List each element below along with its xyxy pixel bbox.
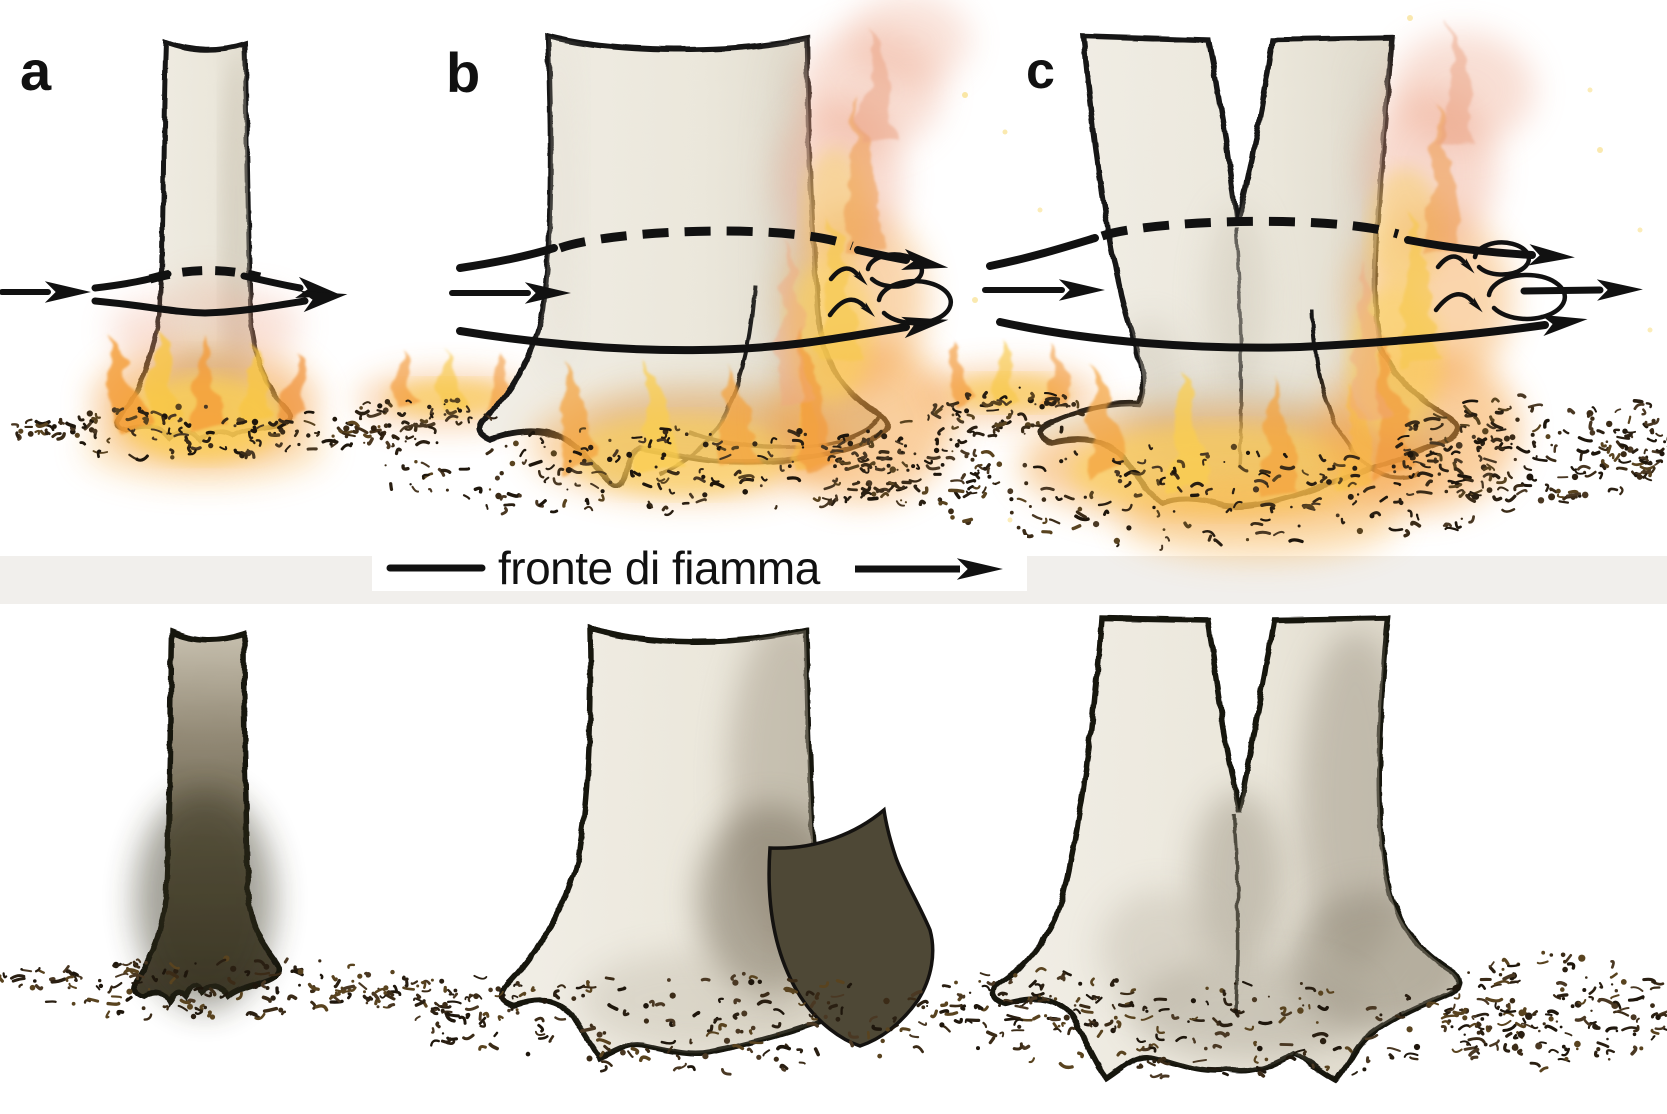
eddy-b-lower-curl bbox=[827, 297, 876, 318]
litter-c-bottom-right bbox=[1441, 950, 1667, 1073]
aftermath-c bbox=[916, 618, 1667, 1080]
aftermath-a bbox=[0, 632, 458, 1021]
streamline-a-upper-right bbox=[240, 272, 343, 299]
caption-text: fronte di fiamma bbox=[498, 542, 821, 594]
streamline-c-upper-left bbox=[986, 234, 1099, 270]
eddy-c-lower-curl bbox=[1433, 292, 1483, 313]
caption: fronte di fiamma bbox=[372, 535, 1027, 594]
airflow-c bbox=[982, 216, 1643, 352]
eddy-c-upper bbox=[1472, 240, 1532, 277]
char-buttress-b bbox=[767, 806, 935, 1048]
panel-a: a bbox=[0, 39, 417, 482]
litter-b-bottom bbox=[414, 971, 963, 1076]
litter-b-top-right bbox=[827, 419, 995, 507]
char-smudge-a bbox=[135, 790, 275, 1010]
streamline-c-lower bbox=[996, 314, 1588, 352]
litter-c-bottom-left bbox=[916, 967, 1136, 1036]
lee-eddies-c bbox=[1433, 240, 1568, 322]
flames-c-left-strip bbox=[922, 341, 1098, 421]
streamline-b-lower bbox=[456, 316, 949, 355]
streamline-a-upper-left bbox=[91, 270, 172, 292]
airflow-a bbox=[0, 265, 348, 317]
eddy-c-lower bbox=[1486, 272, 1568, 322]
litter-a-top-right bbox=[306, 425, 417, 451]
streamline-c-upper-right bbox=[1404, 236, 1575, 266]
litter-a-bottom-left bbox=[0, 967, 79, 991]
litter-c-top-left bbox=[927, 386, 1085, 438]
litter-c-top bbox=[937, 443, 1533, 551]
aftermath-b bbox=[414, 615, 963, 1076]
litter-a-bottom-right bbox=[329, 975, 458, 1009]
litter-c-top-right bbox=[1395, 393, 1665, 504]
eddy-c-upper-curl bbox=[1435, 254, 1475, 274]
litter-b-top-left bbox=[354, 397, 498, 435]
eddy-b-lower bbox=[876, 278, 954, 326]
caption-backdrop bbox=[372, 535, 1027, 591]
flow-behind-dashed-c bbox=[1100, 216, 1400, 241]
lee-eddies-b bbox=[827, 252, 954, 326]
panel-a-label: a bbox=[20, 39, 52, 102]
litter-a-bottom bbox=[44, 955, 415, 1021]
litter-b-bottom-left bbox=[414, 974, 536, 1020]
streamline-b-upper-left bbox=[456, 244, 558, 272]
flow-behind-dashed-b bbox=[558, 226, 854, 253]
litter-a-top bbox=[39, 403, 386, 462]
panel-b-label: b bbox=[446, 41, 480, 104]
airflow-b bbox=[449, 226, 954, 355]
panel-c: c bbox=[922, 15, 1667, 560]
panel-c-label: c bbox=[1026, 42, 1055, 100]
litter-a-top-left bbox=[11, 418, 98, 441]
streamline-a-lower bbox=[91, 290, 348, 317]
panel-b: b bbox=[354, 0, 995, 517]
litter-b-top bbox=[384, 425, 941, 517]
litter-c-top-far-right bbox=[1613, 399, 1667, 482]
eddy-b-upper-curl bbox=[828, 266, 868, 286]
